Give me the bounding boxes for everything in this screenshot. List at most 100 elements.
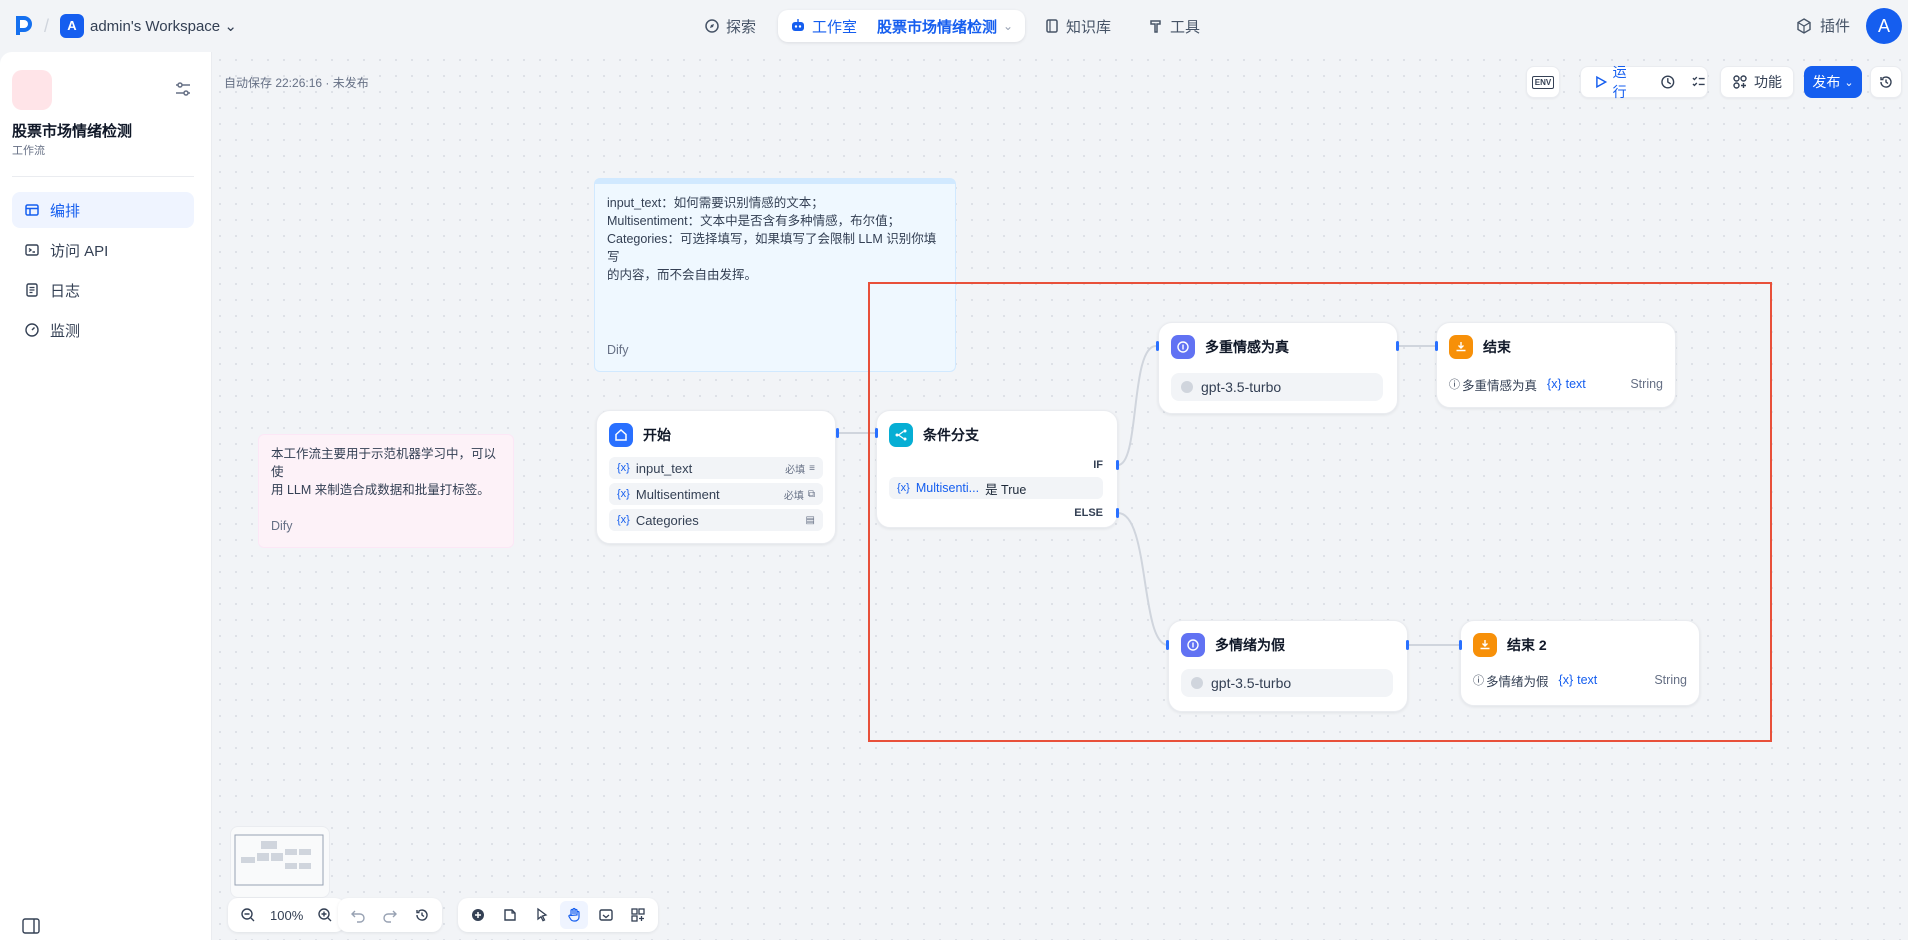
llm-false-output-port[interactable] [1406, 640, 1409, 650]
if-output-port[interactable] [1116, 460, 1119, 470]
chevron-down-icon: ⌄ [224, 18, 237, 35]
undo-icon [351, 910, 365, 923]
sidebar-item-api[interactable]: 访问 API [12, 232, 194, 268]
variable-icon: {x} [1547, 377, 1562, 391]
end1-input-port[interactable] [1435, 341, 1438, 351]
plugins-button[interactable]: 插件 [1796, 15, 1850, 36]
pointer-mode-button[interactable] [528, 901, 556, 929]
node-title: 开始 [643, 427, 671, 443]
node-header: 多重情感为真 [1171, 335, 1289, 359]
start-output-port[interactable] [836, 428, 839, 438]
dify-logo-icon[interactable] [14, 14, 34, 36]
node-header: 多情绪为假 [1181, 633, 1285, 657]
undo-button[interactable] [344, 901, 372, 929]
model-name: gpt-3.5-turbo [1201, 379, 1282, 395]
history-icon [416, 909, 428, 921]
sidebar-collapse-icon[interactable] [22, 918, 40, 934]
llm-node-true[interactable]: 多重情感为真 gpt-3.5-turbo [1158, 322, 1398, 414]
end2-input-port[interactable] [1459, 640, 1462, 650]
note-line: Multisentiment：文本中是否含有多种情感，布尔值； [607, 214, 901, 228]
sidebar-item-logs[interactable]: 日志 [12, 272, 194, 308]
variable-row: {x} Multisentiment 必填⧉ [609, 483, 823, 505]
zoom-in-button[interactable] [311, 901, 339, 929]
sidebar-item-orchestrate[interactable]: 编排 [12, 192, 194, 228]
layout-icon [25, 204, 39, 216]
note-blue[interactable]: input_text：如何需要识别情感的文本； Multisentiment：文… [594, 178, 956, 372]
workspace-avatar[interactable]: A [60, 14, 84, 38]
node-title: 多重情感为真 [1205, 339, 1289, 355]
hand-mode-button[interactable] [560, 901, 588, 929]
required-badge: 必填⧉ [783, 488, 815, 502]
ifelse-input-port[interactable] [875, 428, 878, 438]
copy-type-icon: ⧉ [807, 488, 815, 500]
note-author: Dify [607, 343, 629, 357]
version-history-button[interactable] [1870, 66, 1902, 98]
condition-row: {x} Multisenti... 是 True [889, 477, 1103, 499]
note-line: Categories：可选择填写，如果填写了会限制 LLM 识别你填写 [607, 232, 937, 264]
compass-icon [705, 19, 719, 33]
end-flag-icon [1449, 335, 1473, 359]
note-line: 的内容，而不会自由发挥。 [607, 268, 758, 282]
branch-icon [889, 423, 913, 447]
paragraph-type-icon: ▤ [805, 514, 815, 526]
start-node[interactable]: 开始 {x} input_text 必填≡ {x} Multisentiment… [596, 410, 836, 544]
llm-false-input-port[interactable] [1166, 640, 1169, 650]
checklist-history-icon[interactable] [1660, 74, 1676, 90]
output-variable: text [1565, 377, 1586, 391]
checklist-icon[interactable] [1691, 74, 1707, 90]
llm-node-false[interactable]: 多情绪为假 gpt-3.5-turbo [1168, 620, 1408, 712]
nav-studio[interactable]: 工作室 股票市场情绪检测 ⌄ [778, 10, 1026, 42]
model-selector[interactable]: gpt-3.5-turbo [1171, 373, 1383, 401]
redo-button[interactable] [376, 901, 404, 929]
canvas-tools [458, 898, 658, 932]
variable-name: Multisentiment [635, 486, 720, 502]
workspace-switcher[interactable]: admin's Workspace ⌄ [90, 17, 237, 35]
nav-tools[interactable]: 工具 [1136, 10, 1212, 42]
note-icon [504, 909, 516, 921]
minimap[interactable] [230, 826, 330, 898]
else-output-port[interactable] [1116, 508, 1119, 518]
variable-icon: {x} [1558, 673, 1574, 687]
image-export-icon [599, 909, 613, 921]
zoom-out-button[interactable] [234, 901, 262, 929]
nav-explore-label: 探索 [726, 18, 757, 36]
current-app-selector[interactable]: 股票市场情绪检测 [877, 18, 998, 36]
document-icon [26, 283, 38, 297]
if-else-node[interactable]: 条件分支 IF {x} Multisenti... 是 True ELSE [876, 410, 1118, 528]
llm-true-output-port[interactable] [1396, 341, 1399, 351]
add-note-button[interactable] [496, 901, 524, 929]
zoom-level[interactable]: 100% [270, 907, 304, 923]
terminal-icon [25, 244, 39, 256]
llm-icon [1181, 633, 1205, 657]
publish-button[interactable]: 发布 ⌄ [1804, 66, 1862, 98]
condition-operator: 是 True [985, 482, 1027, 497]
history-controls [338, 898, 442, 932]
output-variable: text [1577, 673, 1598, 687]
features-label: 功能 [1754, 74, 1782, 90]
env-button[interactable]: ENV [1526, 66, 1560, 98]
add-node-button[interactable] [464, 901, 492, 929]
run-button[interactable]: 运行 [1593, 62, 1640, 102]
nav-explore[interactable]: 探索 [692, 10, 768, 42]
sidebar-item-monitor[interactable]: 监测 [12, 312, 194, 348]
export-image-button[interactable] [592, 901, 620, 929]
features-button[interactable]: 功能 [1720, 66, 1794, 98]
top-navigation-bar: / A admin's Workspace ⌄ 探索 工作室 股票市场情绪检测 … [0, 0, 1908, 52]
settings-sliders-icon[interactable] [172, 78, 194, 100]
variable-row: {x} input_text 必填≡ [609, 457, 823, 479]
llm-true-input-port[interactable] [1156, 341, 1159, 351]
app-sidebar: 股票市场情绪检测 工作流 编排 访问 API 日志 监测 [0, 52, 212, 940]
end-node-2[interactable]: 结束 2 ⓘ 多情绪为假 {x} text String [1460, 620, 1700, 706]
minimap-preview [234, 834, 324, 886]
add-circle-icon [472, 909, 484, 921]
if-label: IF [1093, 459, 1103, 471]
user-avatar[interactable]: A [1866, 8, 1902, 44]
history-button[interactable] [408, 901, 436, 929]
end-node-1[interactable]: 结束 ⓘ 多重情感为真 {x} text String [1436, 322, 1676, 408]
nav-knowledge[interactable]: 知识库 [1032, 10, 1123, 42]
model-selector[interactable]: gpt-3.5-turbo [1181, 669, 1393, 697]
sidebar-item-label: 日志 [50, 282, 81, 300]
node-header: 开始 [609, 423, 671, 447]
organize-layout-button[interactable] [624, 901, 652, 929]
note-pink[interactable]: 本工作流主要用于示范机器学习中，可以使 用 LLM 来制造合成数据和批量打标签。… [258, 434, 514, 548]
